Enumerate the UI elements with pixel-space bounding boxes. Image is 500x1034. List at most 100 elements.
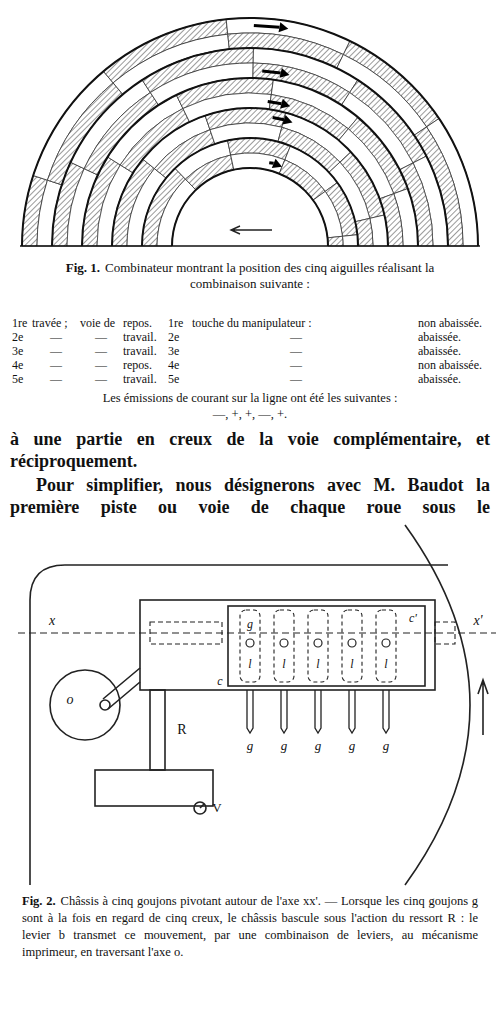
table-cell: 4e <box>168 358 179 373</box>
pin-outline <box>308 610 328 682</box>
table-cell: — <box>95 330 107 345</box>
needle-head <box>272 159 282 168</box>
track-border <box>52 48 448 246</box>
table-cell: — <box>95 344 107 359</box>
track-border <box>22 18 478 246</box>
track-segment <box>157 179 196 246</box>
table-cell: travail. <box>123 344 157 359</box>
spring-R <box>150 690 165 770</box>
table-cell: — <box>290 358 302 373</box>
body-text: Pour simplifier, nous désignerons avec M… <box>10 474 490 518</box>
part-letter: o <box>66 691 75 709</box>
table-cell: 1re <box>168 316 183 331</box>
pin-hole <box>382 639 390 647</box>
track-segment <box>279 160 325 200</box>
figure-caption: Fig. 2.Châssis à cinq goujons pivotant a… <box>22 893 478 961</box>
table-cell: — <box>95 358 107 373</box>
part-letter: V <box>211 800 222 816</box>
caption-text: Châssis à cinq goujons pivotant autour d… <box>22 894 478 959</box>
part-letter: l <box>383 657 388 672</box>
needle <box>273 117 284 119</box>
table-cell: — <box>290 344 302 359</box>
part-letter: g <box>280 738 289 754</box>
figure-caption: Fig. 1. Combinateur montrant la position … <box>40 260 460 292</box>
table-cell: voie de <box>80 316 115 331</box>
part-letter: g <box>382 738 391 754</box>
pin-outline <box>376 610 396 682</box>
rotation-arrow <box>231 226 272 234</box>
needle <box>254 26 280 28</box>
table-cell: — <box>50 372 62 387</box>
table-cell: repos. <box>123 358 152 373</box>
part-letter: R <box>176 721 187 739</box>
base-line <box>20 245 480 247</box>
table-cell: 2e <box>168 330 179 345</box>
axle <box>150 622 222 644</box>
table-cell: 2e <box>12 330 23 345</box>
part-letter: g <box>246 738 255 754</box>
pin-hole <box>348 639 356 647</box>
table-cell: 5e <box>168 372 179 387</box>
pin-outline <box>342 610 362 682</box>
pin-leg <box>315 690 321 733</box>
part-letter: g <box>348 738 357 754</box>
pins <box>240 610 396 733</box>
needle-head <box>280 68 290 78</box>
pin-outline <box>274 610 294 682</box>
table-cell: 3e <box>12 344 23 359</box>
table-cell: travée ; <box>32 316 68 331</box>
plate-outline <box>30 565 448 885</box>
needle-head <box>280 99 290 109</box>
part-letter: c' <box>408 611 418 626</box>
caption-text: Combinateur montrant la position des cin… <box>105 260 434 291</box>
pin-hole <box>246 639 254 647</box>
table-cell: 5e <box>12 372 23 387</box>
rotation-arrow <box>478 680 488 735</box>
axis-label: x' <box>472 612 483 630</box>
pin-hole <box>280 639 288 647</box>
chassis-drawing <box>18 525 496 885</box>
inner-frame <box>228 606 425 686</box>
note-text: Les émissions de courant sur la ligne on… <box>0 390 500 406</box>
pin-outline <box>240 610 260 682</box>
table-cell: 1re <box>12 316 27 331</box>
axle-end <box>435 622 455 644</box>
table-cell: — <box>290 372 302 387</box>
cam-disc <box>50 670 120 740</box>
pin-leg <box>281 690 287 733</box>
table-cell: non abaissée. <box>418 358 482 373</box>
needle-head <box>282 115 292 124</box>
table-cell: — <box>50 330 62 345</box>
track-border <box>112 108 388 246</box>
pivot-slot <box>200 804 204 808</box>
track-segment <box>342 235 358 246</box>
needle <box>269 161 273 165</box>
body-text: à une partie en creux de la voie complém… <box>10 428 490 472</box>
track-segment <box>313 191 342 238</box>
combinator-wheel <box>20 18 480 246</box>
table-cell: abaissée. <box>418 330 461 345</box>
wheel-edge <box>405 525 470 885</box>
part-letter: c <box>216 674 223 689</box>
part-letter: g <box>246 617 254 632</box>
table-cell: travail. <box>123 330 157 345</box>
axis-label: x <box>48 612 56 630</box>
pin-leg <box>247 690 253 733</box>
table-cell: — <box>50 358 62 373</box>
table-cell: non abaissée. <box>418 316 482 331</box>
pin-hole <box>314 639 322 647</box>
needle <box>268 102 282 104</box>
part-letter: l <box>281 657 286 672</box>
track-segment <box>231 153 285 174</box>
pin-leg <box>383 690 389 733</box>
figure-number: Fig. 1. <box>66 260 100 275</box>
track-segment <box>328 236 343 246</box>
link-rod <box>103 668 140 709</box>
chassis-frame <box>140 600 435 690</box>
table-cell: 4e <box>12 358 23 373</box>
track-border <box>142 138 358 246</box>
table-cell: 3e <box>168 344 179 359</box>
figure-number: Fig. 2. <box>22 894 56 908</box>
lever <box>95 770 213 806</box>
hub-edge <box>172 168 328 246</box>
